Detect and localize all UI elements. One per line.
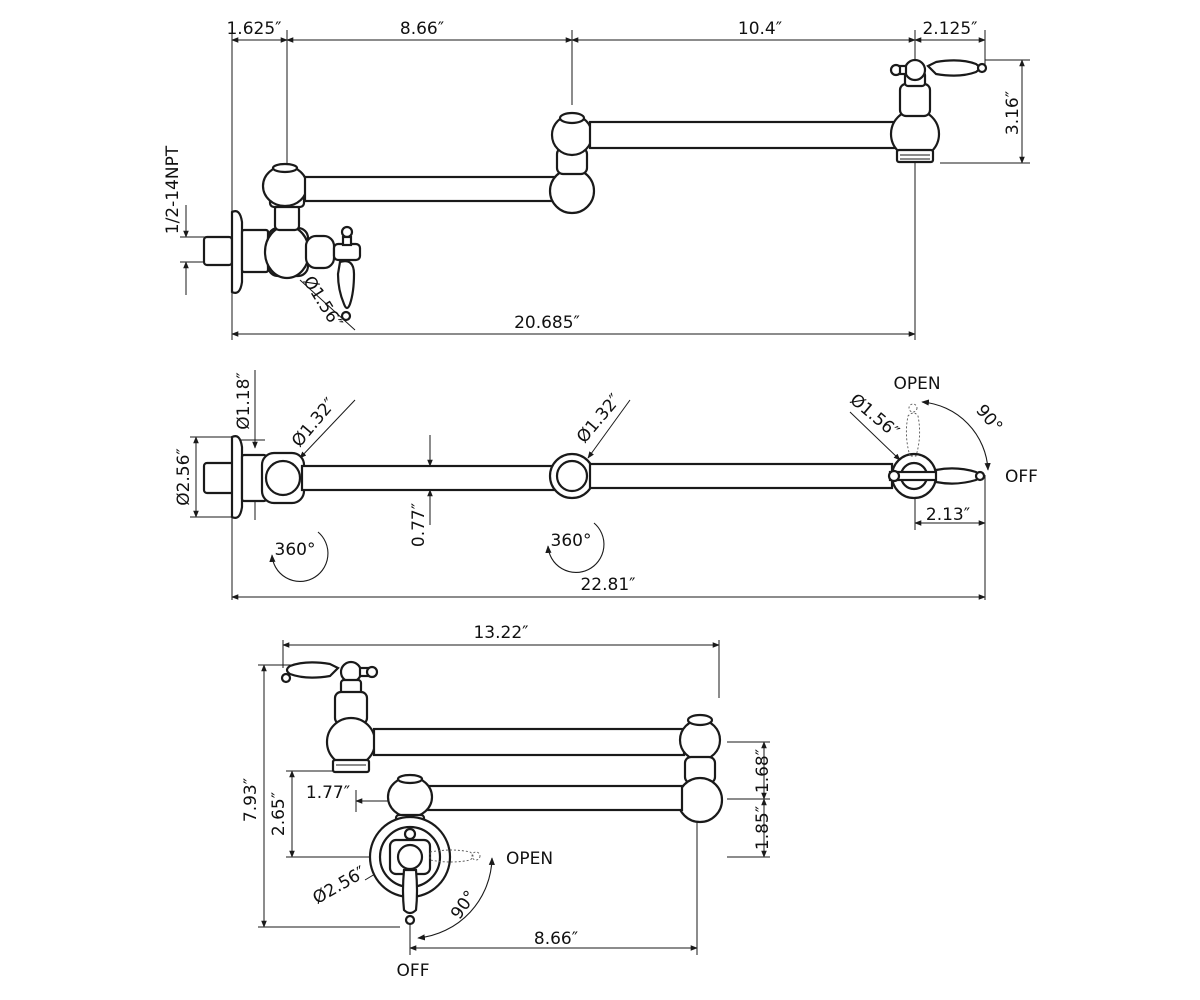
dim-lower-gap: 1.85″ [753,806,773,850]
dim-arm-length-bottom: 8.66″ [534,929,578,949]
dim-spout-offset: 2.125″ [922,19,977,39]
top-faucet-body [202,58,988,322]
angle-bottom: 90° [447,887,481,923]
dim-flange-diameter-mid: Ø2.56″ [174,448,194,506]
label-off-bottom: OFF [397,961,430,981]
dim-joint2-diameter: Ø1.32″ [573,390,625,447]
top-view: 1.625″ 8.66″ 10.4″ 2.125″ 3.16″ 1/2-14NP… [163,19,1030,340]
dim-inlet-diameter: Ø1.18″ [234,372,254,430]
dim-arm2: 10.4″ [738,19,782,39]
dim-overall-length-top: 20.685″ [514,313,580,333]
dim-pipe-diameter: 0.77″ [409,503,429,547]
dim-inlet-offset: 1.625″ [226,19,281,39]
label-open-bottom: OPEN [506,849,553,869]
top-dimension-chain [183,37,1025,337]
label-off-mid: OFF [1005,467,1038,487]
label-open-mid: OPEN [893,374,940,394]
rotation-label-2: 360° [551,531,592,551]
dim-thread: 1/2-14NPT [163,145,183,234]
angle-mid: 90° [971,401,1006,437]
dim-total-height: 7.93″ [241,778,261,822]
middle-dimension-lines [193,370,991,600]
dim-inlet-offset-bottom: 1.77″ [306,783,350,803]
bottom-view: 13.22″ 7.93″ 2.65″ 1.77″ 1.68″ 1.85″ Ø2.… [241,623,773,981]
dim-flange-diameter-bottom: Ø2.56″ [310,863,370,909]
bottom-faucet-body [280,660,724,926]
middle-view: Ø2.56″ Ø1.18″ Ø1.32″ Ø1.32″ Ø1.56″ 0.77″… [174,370,1038,600]
dim-height: 3.16″ [1003,91,1023,135]
dim-arm1: 8.66″ [400,19,444,39]
dim-inlet-height: 2.65″ [269,792,289,836]
middle-faucet-body [202,403,986,519]
dim-upper-gap: 1.68″ [753,749,773,793]
rotation-label-1: 360° [275,540,316,560]
dim-folded-length: 13.22″ [473,623,528,643]
dim-valve-offset: 2.13″ [926,505,970,525]
dim-overall-length-mid: 22.81″ [580,575,635,595]
